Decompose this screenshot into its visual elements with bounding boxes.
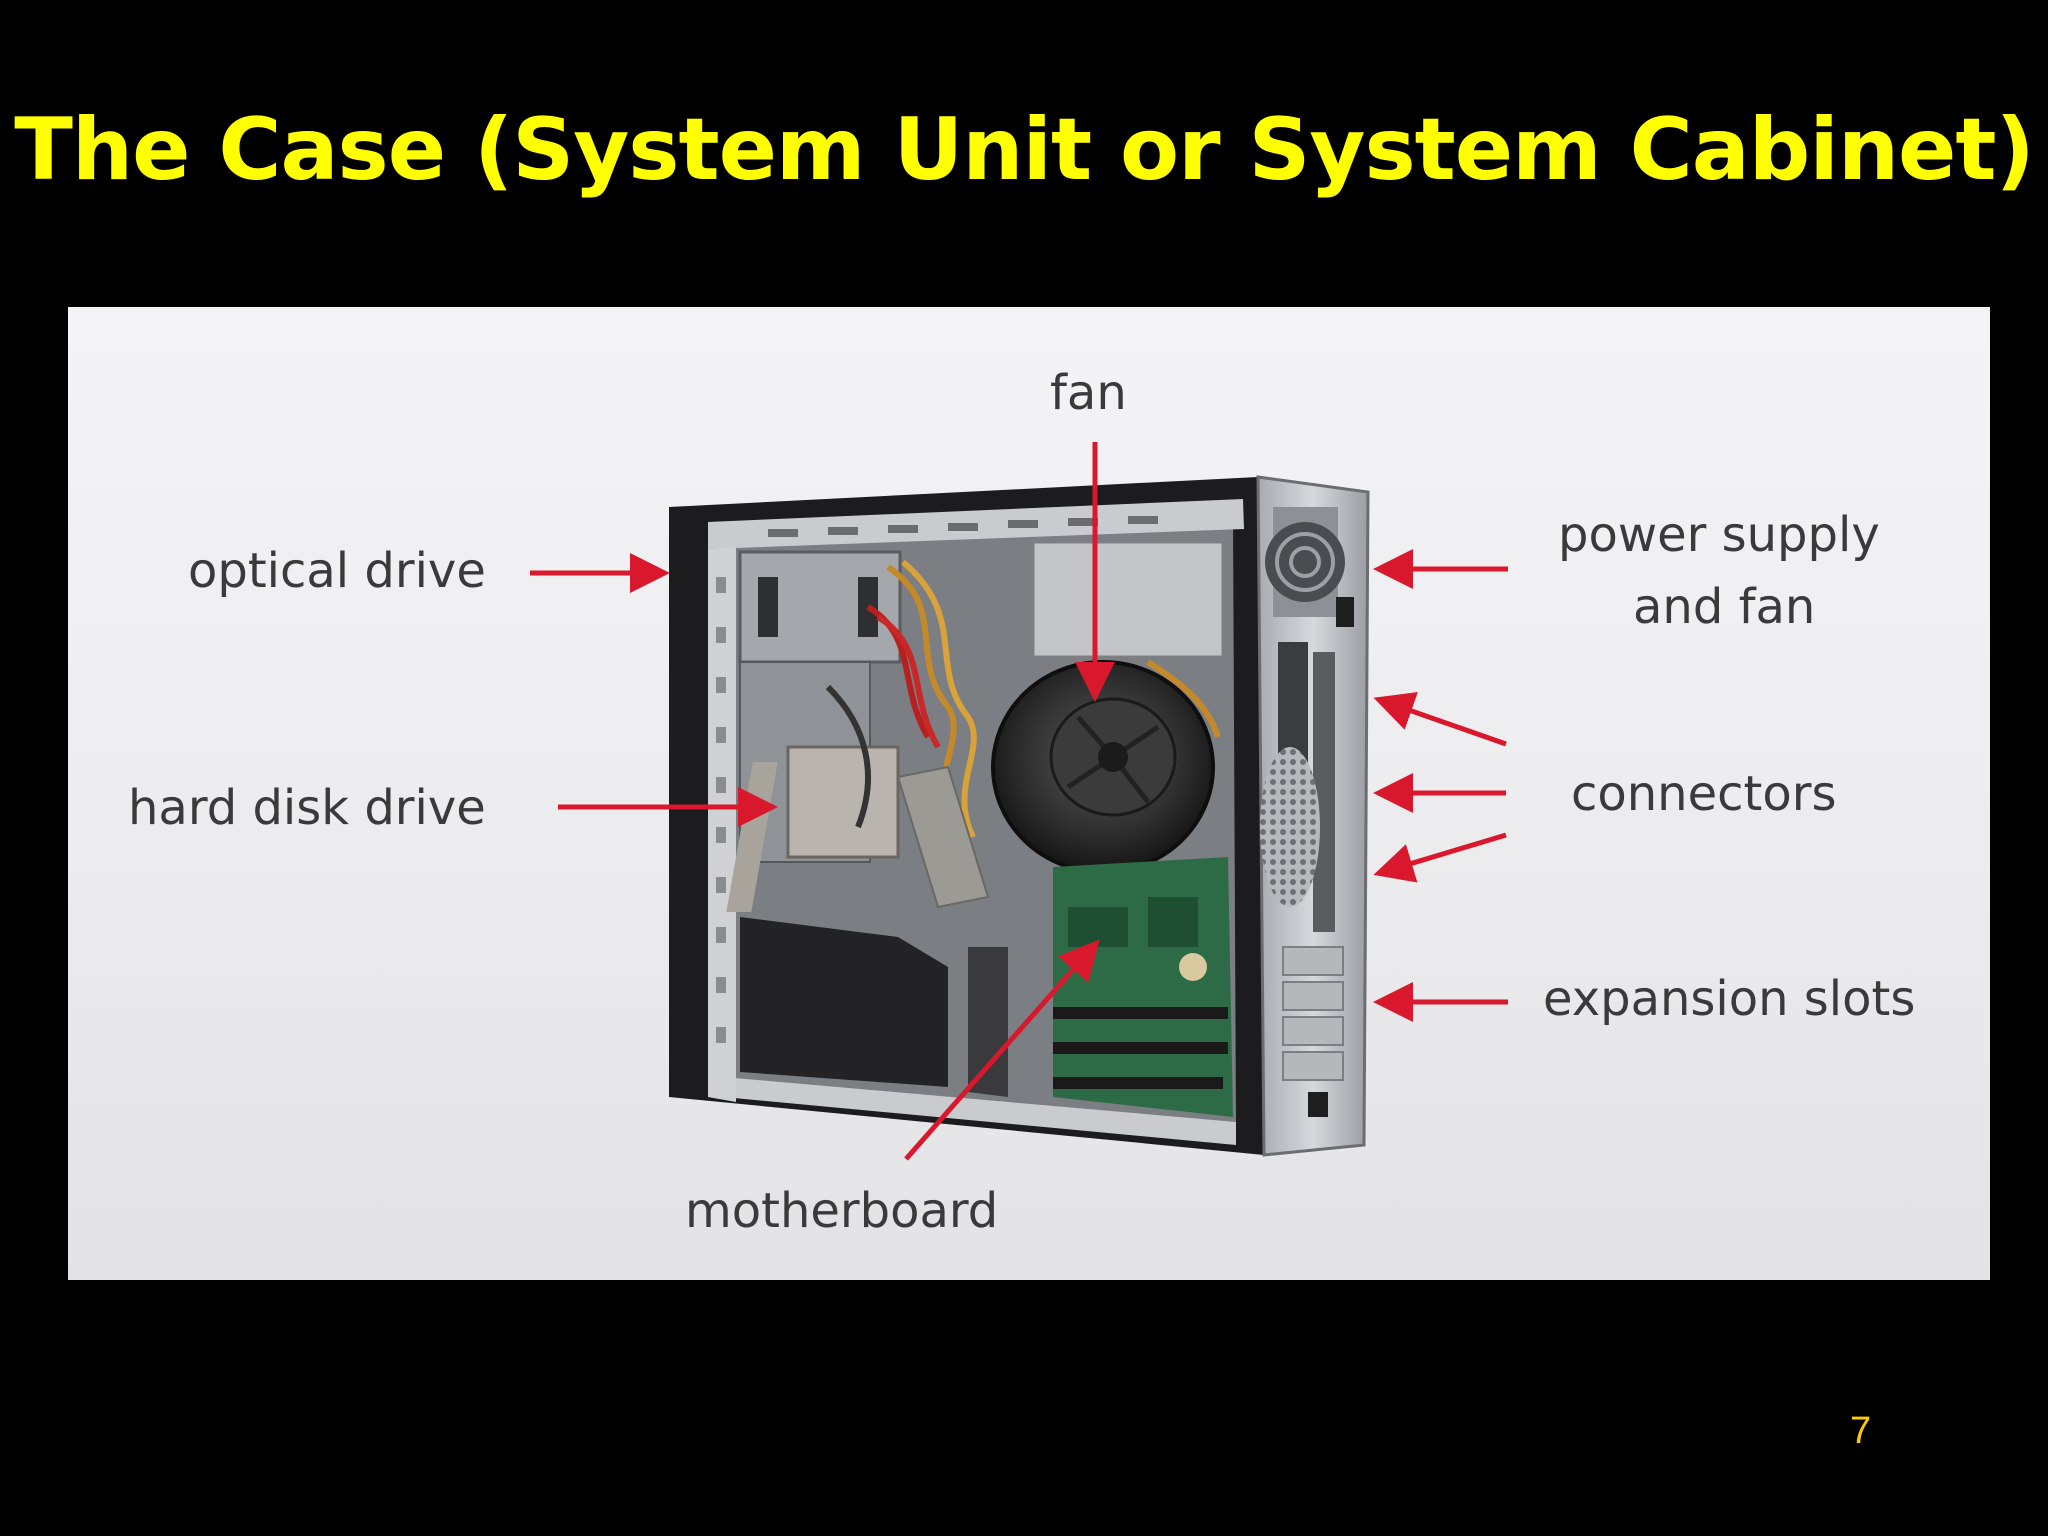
label-expansion-slots: expansion slots bbox=[1543, 971, 1916, 1027]
slide-title: The Case (System Unit or System Cabinet) bbox=[14, 100, 2035, 200]
computer-case-diagram: fan optical drive power supply and fan h… bbox=[68, 307, 1990, 1280]
label-power-supply-line1: power supply bbox=[1558, 507, 1880, 563]
label-power-supply-line2: and fan bbox=[1633, 579, 1816, 635]
callout-arrows bbox=[530, 442, 1508, 1161]
arrow-connector-3 bbox=[1373, 832, 1507, 883]
computer-case-illustration bbox=[669, 475, 1370, 1157]
label-hard-disk-drive: hard disk drive bbox=[128, 780, 486, 836]
page-number: 7 bbox=[1850, 1410, 1872, 1452]
label-connectors: connectors bbox=[1571, 766, 1837, 822]
arrow-connector-1 bbox=[1373, 692, 1507, 747]
arrow-motherboard bbox=[904, 939, 1100, 1161]
label-motherboard: motherboard bbox=[685, 1183, 999, 1239]
label-fan: fan bbox=[1050, 365, 1127, 421]
label-optical-drive: optical drive bbox=[188, 543, 486, 599]
